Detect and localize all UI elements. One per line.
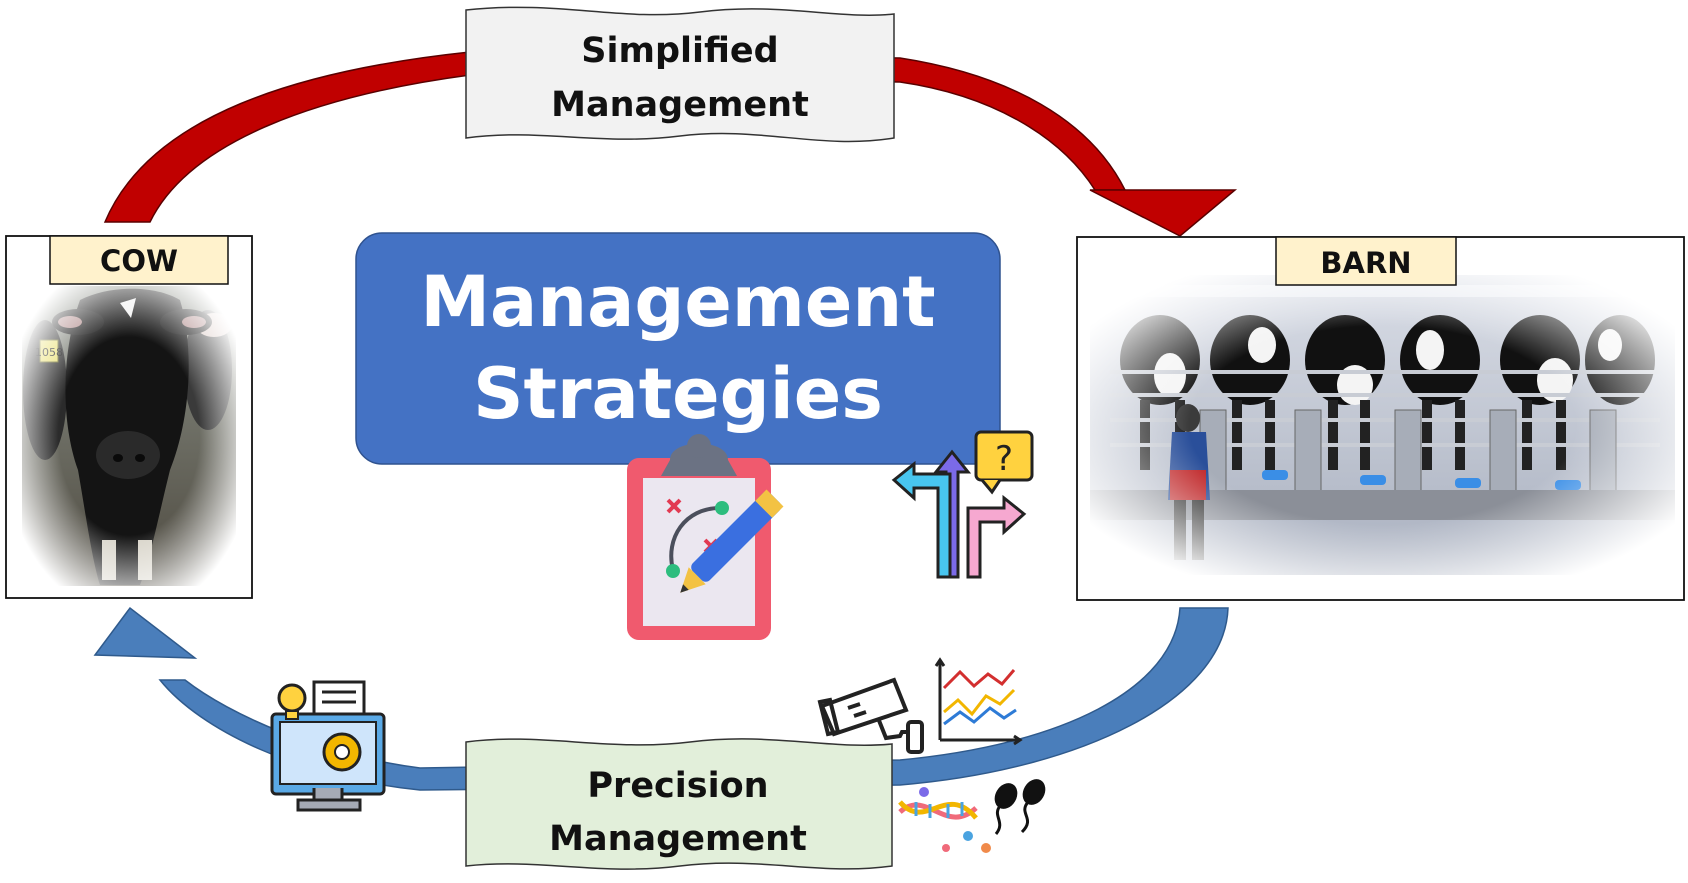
dna-icon	[898, 787, 991, 853]
svg-text:?: ?	[995, 439, 1013, 479]
barn-photo	[1090, 275, 1675, 575]
sperm-icon	[994, 779, 1046, 835]
title-line1: Management	[420, 261, 935, 343]
crossroads-question-icon: ?	[891, 430, 1034, 579]
cow-label-box	[49, 235, 229, 285]
precision-arrow-head	[93, 606, 198, 659]
precision-arrow-body	[158, 607, 1229, 791]
title-line2: Strategies	[473, 353, 883, 435]
strategy-clipboard-icon	[627, 434, 784, 640]
cow-label: COW	[100, 244, 178, 278]
precision-arrow	[93, 606, 1229, 791]
barn-label-box	[1275, 236, 1457, 286]
simplified-label-line1: Simplified	[581, 31, 778, 71]
barn-panel: BARN	[1076, 236, 1685, 601]
barn-label: BARN	[1320, 246, 1411, 280]
precision-banner: Precision Management	[465, 738, 893, 870]
center-title: Management Strategies	[355, 232, 1001, 465]
security-camera-icon	[817, 677, 924, 754]
precision-label-line2: Management	[549, 819, 807, 859]
cow-panel: 1058 COW	[5, 235, 253, 599]
simplified-banner-shape	[465, 6, 895, 143]
simplified-arrow	[103, 51, 1238, 237]
simplified-arrow-head	[1089, 189, 1238, 237]
line-chart-icon	[934, 657, 1023, 746]
simplified-label-line2: Management	[551, 85, 809, 125]
computer-gear-icon	[270, 680, 386, 812]
simplified-banner: Simplified Management	[465, 6, 895, 143]
precision-label-line1: Precision	[587, 766, 768, 806]
precision-banner-shape	[465, 738, 893, 870]
cow-photo: 1058	[22, 286, 236, 586]
